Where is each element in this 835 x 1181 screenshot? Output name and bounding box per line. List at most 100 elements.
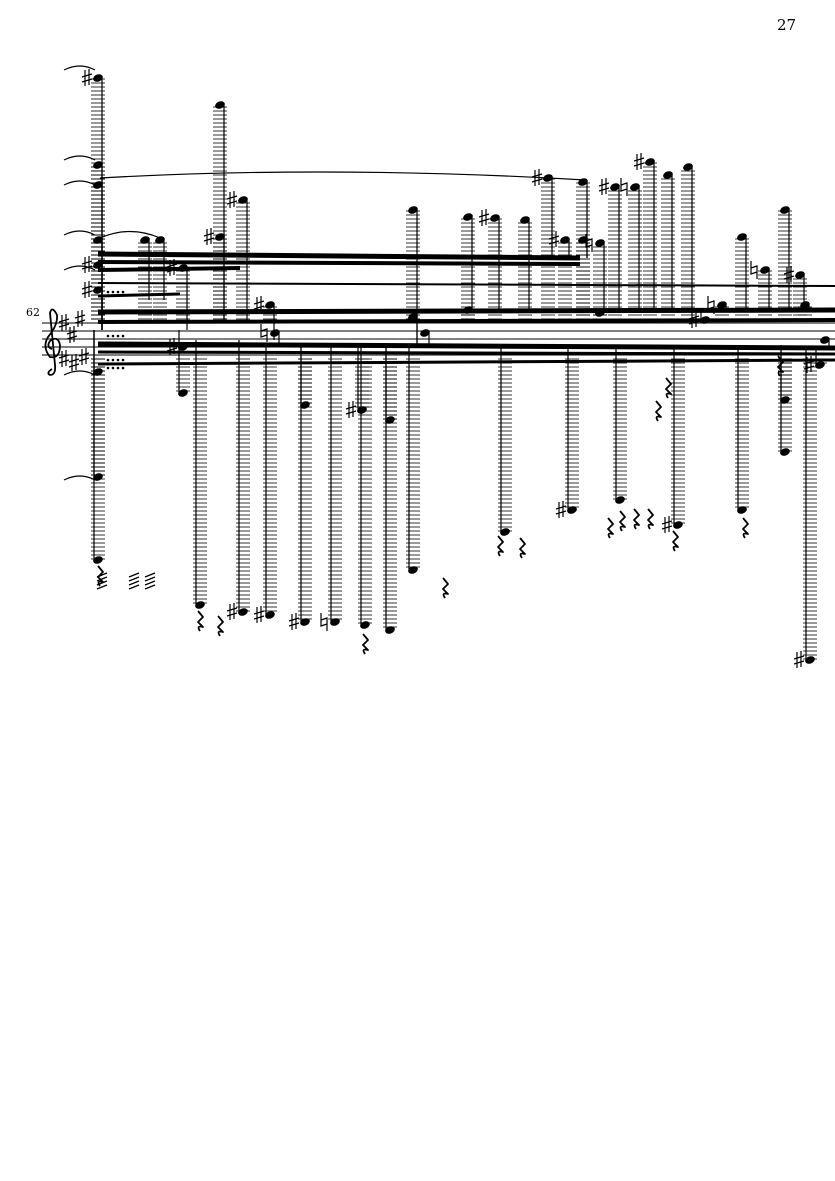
sharp-icon [478, 209, 490, 226]
notehead [238, 608, 248, 616]
notehead [595, 309, 605, 317]
sharp-icon [633, 153, 645, 170]
quarter-rest-icon [672, 530, 679, 552]
sharp-icon [253, 606, 265, 623]
quarter-rest-icon [362, 633, 369, 655]
tremolo-mark [96, 572, 108, 578]
beam [97, 341, 835, 351]
sharp-icon [81, 69, 93, 86]
sharp-icon [203, 228, 215, 245]
natural-icon [585, 234, 593, 252]
notehead [93, 286, 103, 294]
notehead [560, 236, 570, 244]
tremolo-mark [96, 576, 108, 582]
sharp-icon [166, 338, 178, 355]
augmentation-dot [116, 358, 120, 362]
sharp-icon [166, 259, 178, 276]
beam [97, 358, 835, 366]
notehead [490, 214, 500, 222]
augmentation-dot [106, 334, 110, 338]
natural-icon [707, 296, 715, 314]
notehead [155, 236, 165, 244]
notehead [737, 233, 747, 241]
notehead [663, 171, 673, 179]
sharp-icon [548, 231, 560, 248]
augmentation-dot [121, 334, 125, 338]
sharp-icon [688, 311, 700, 328]
notehead [408, 313, 418, 321]
notehead [265, 611, 275, 619]
notehead [360, 621, 370, 629]
tie [99, 230, 161, 239]
notehead [567, 506, 577, 514]
natural-icon [260, 324, 268, 342]
sharp-icon [226, 191, 238, 208]
augmentation-dot [106, 366, 110, 370]
tremolo-mark [128, 572, 140, 578]
quarter-rest-icon [607, 517, 614, 539]
notehead [178, 389, 188, 397]
sharp-icon [81, 281, 93, 298]
notehead [463, 213, 473, 221]
sharp-icon [74, 310, 86, 327]
beam [97, 350, 835, 356]
quarter-rest-icon [197, 610, 204, 632]
augmentation-dot [121, 358, 125, 362]
tremolo-mark [96, 584, 108, 590]
quarter-rest-icon [442, 577, 449, 599]
notehead [673, 521, 683, 529]
tremolo-mark [144, 576, 156, 582]
tie [63, 155, 96, 161]
notehead [645, 158, 655, 166]
notehead [330, 618, 340, 626]
notehead [140, 236, 150, 244]
notehead [820, 336, 830, 344]
notehead [760, 266, 770, 274]
augmentation-dot [111, 366, 115, 370]
notehead [780, 448, 790, 456]
notehead [178, 264, 188, 272]
augmentation-dot [111, 358, 115, 362]
notehead [93, 181, 103, 189]
augmentation-dot [111, 334, 115, 338]
notehead [93, 261, 103, 269]
sharp-icon [555, 501, 567, 518]
sharp-icon [345, 401, 357, 418]
tie [63, 65, 96, 71]
notehead [93, 368, 103, 376]
augmentation-dot [121, 290, 125, 294]
notehead [215, 101, 225, 109]
tremolo-mark [128, 584, 140, 590]
page-number: 27 [777, 16, 797, 34]
augmentation-dot [106, 358, 110, 362]
notehead [578, 178, 588, 186]
sharp-icon [783, 266, 795, 283]
notehead [408, 206, 418, 214]
notehead [805, 656, 815, 664]
tie [63, 230, 96, 236]
augmentation-dot [116, 290, 120, 294]
sharp-icon [58, 314, 70, 331]
sharp-icon [226, 603, 238, 620]
notehead [385, 626, 395, 634]
quarter-rest-icon [777, 355, 784, 377]
tremolo-mark [144, 580, 156, 586]
sharp-icon [253, 296, 265, 313]
notehead [215, 233, 225, 241]
tremolo-mark [128, 576, 140, 582]
tremolo-mark [96, 580, 108, 586]
notehead [385, 416, 395, 424]
notehead [238, 196, 248, 204]
quarter-rest-icon [655, 400, 662, 422]
beam [97, 251, 581, 261]
notehead [93, 161, 103, 169]
beam [97, 266, 241, 272]
sharp-icon [78, 348, 90, 365]
slur [99, 171, 586, 181]
augmentation-dot [116, 334, 120, 338]
quarter-rest-icon [633, 508, 640, 530]
notehead [93, 74, 103, 82]
sharp-icon [531, 169, 543, 186]
sharp-icon [68, 354, 80, 371]
notehead [270, 329, 280, 337]
